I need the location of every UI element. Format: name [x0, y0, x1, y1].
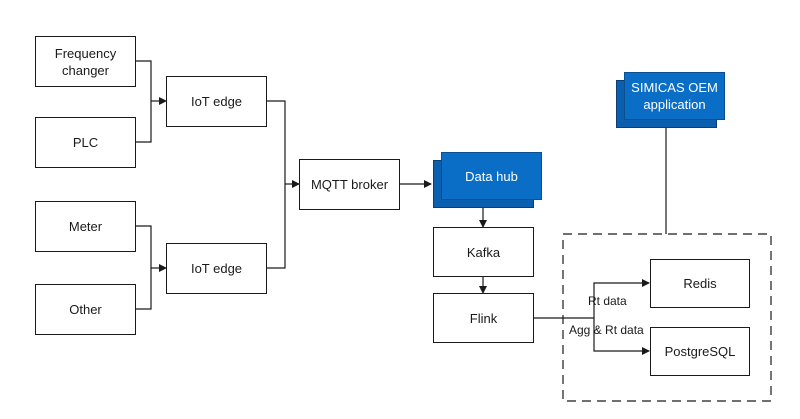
edge-meter-merge [136, 225, 152, 268]
edge-iot-edge-bottom-to-mqtt [267, 184, 286, 269]
node-iot-edge-top: IoT edge [166, 76, 267, 127]
node-iot-edge-bottom: IoT edge [166, 243, 267, 294]
node-plc: PLC [35, 117, 136, 168]
edge-other-merge [136, 268, 152, 310]
node-data-hub: Data hub [441, 152, 542, 200]
node-simicas-oem-application: SIMICAS OEM application [624, 72, 725, 120]
edge-split-to-postgresql [593, 318, 650, 355]
node-redis: Redis [650, 259, 750, 308]
node-kafka: Kafka [433, 227, 534, 277]
storage-group-boundary [562, 233, 772, 402]
edge-label-rt-data: Rt data [588, 294, 627, 308]
node-frequency-changer: Frequency changer [35, 36, 136, 87]
edge-split-to-redis [593, 279, 650, 318]
node-meter: Meter [35, 201, 136, 252]
edge-frequency-changer-merge [136, 60, 152, 101]
edge-label-agg-rt-data: Agg & Rt data [569, 323, 644, 337]
node-mqtt-broker: MQTT broker [299, 159, 400, 210]
edge-plc-merge [136, 101, 152, 143]
edge-iot-edge-top-to-mqtt [267, 100, 286, 184]
node-postgresql: PostgreSQL [650, 327, 750, 376]
node-flink: Flink [433, 293, 534, 343]
node-other: Other [35, 284, 136, 335]
